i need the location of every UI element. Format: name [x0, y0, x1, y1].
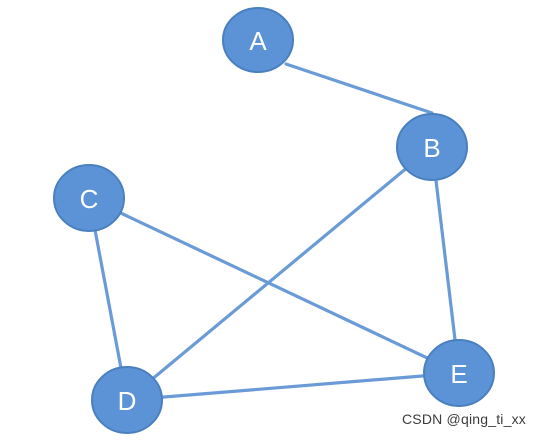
- node-label-c: C: [80, 184, 99, 214]
- node-label-b: B: [423, 133, 440, 163]
- node-label-a: A: [249, 26, 267, 56]
- edge-b-e: [430, 145, 461, 375]
- node-label-d: D: [118, 386, 137, 416]
- node-c: C: [53, 164, 125, 232]
- watermark-text: CSDN @qing_ti_xx: [401, 411, 526, 427]
- node-circle-d: [91, 366, 163, 434]
- node-e: E: [423, 339, 495, 407]
- edges-layer: [87, 62, 461, 402]
- node-a: A: [222, 7, 294, 73]
- edge-a-b: [284, 62, 434, 115]
- node-circle-e: [423, 339, 495, 407]
- edge-b-d: [125, 145, 434, 402]
- node-d: D: [91, 366, 163, 434]
- node-circle-b: [396, 113, 468, 181]
- node-label-e: E: [450, 359, 467, 389]
- edge-d-e: [125, 371, 461, 402]
- edge-c-e: [87, 196, 461, 375]
- node-circle-a: [222, 7, 294, 73]
- node-circle-c: [53, 164, 125, 232]
- nodes-layer: A B C D E: [53, 7, 495, 434]
- edge-c-d: [87, 196, 129, 402]
- node-b: B: [396, 113, 468, 181]
